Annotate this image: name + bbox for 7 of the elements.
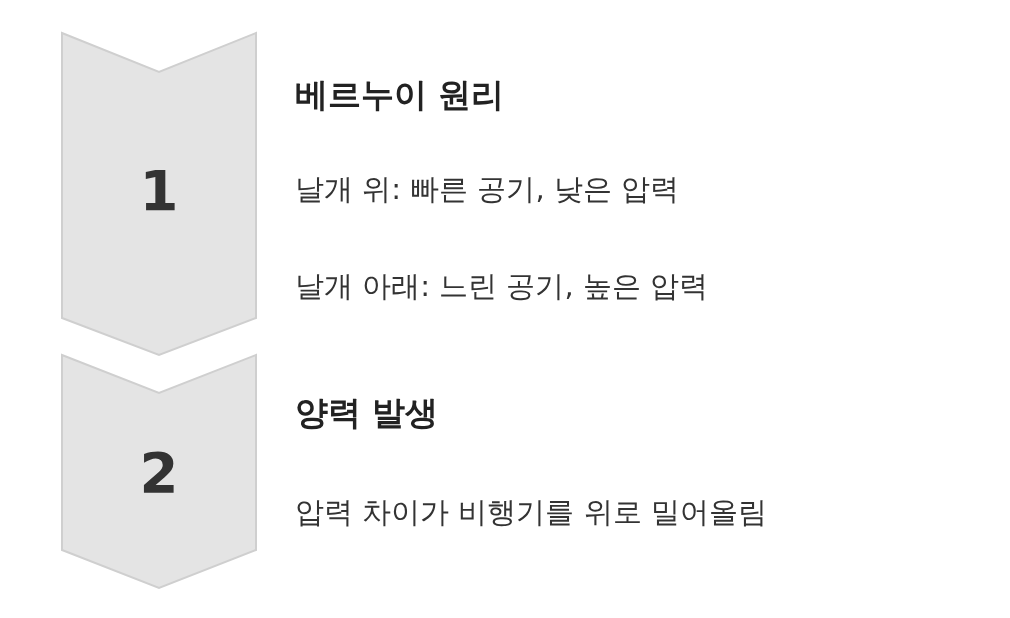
step-heading: 양력 발생 <box>295 393 439 433</box>
step-number: 1 <box>139 163 179 219</box>
step-description: 날개 위: 빠른 공기, 낮은 압력 <box>295 172 680 207</box>
step-description: 날개 아래: 느린 공기, 높은 압력 <box>295 269 709 304</box>
step-heading: 베르누이 원리 <box>295 75 505 115</box>
step-number: 2 <box>139 445 179 501</box>
step-description: 압력 차이가 비행기를 위로 밀어올림 <box>295 495 767 530</box>
